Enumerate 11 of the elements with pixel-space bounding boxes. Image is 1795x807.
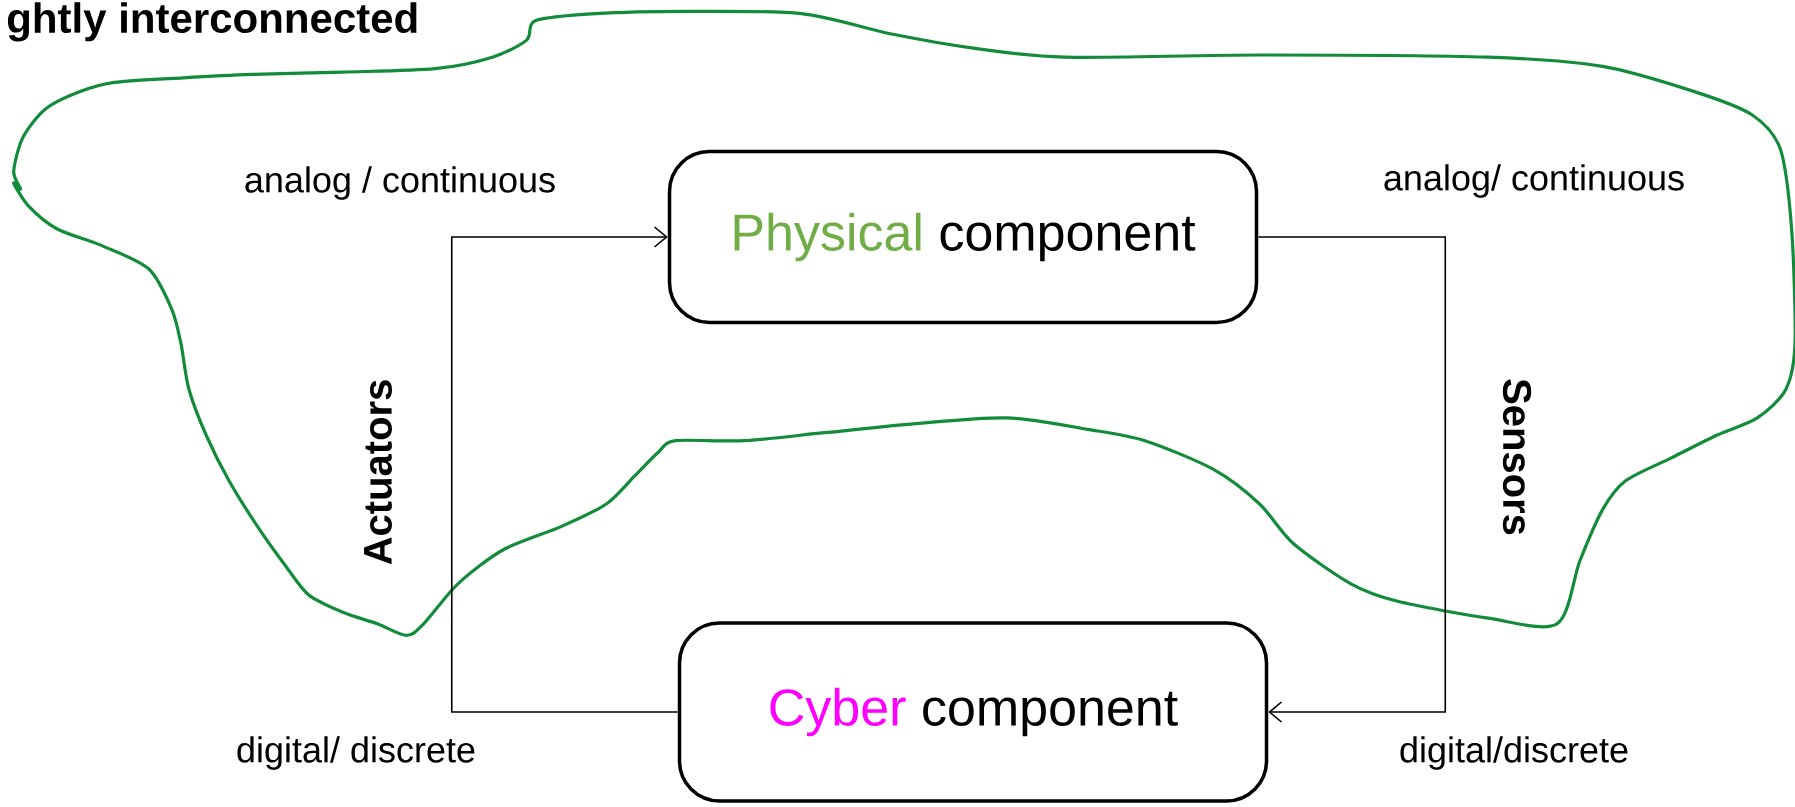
component-box: Cyber component [677,621,1269,803]
signal-label: analog/ continuous [1384,164,1684,198]
edge-label: Actuators [364,380,392,565]
signal-label: digital/discrete [1400,736,1628,770]
signal-label: digital/ discrete [237,736,475,770]
signal-label: analog / continuous [245,166,555,200]
arrow [450,226,679,713]
arrow [1257,236,1447,723]
edge-label: Sensors [1502,379,1532,535]
title: ghtly interconnected [7,2,417,42]
component-box: Physical component [667,149,1259,325]
